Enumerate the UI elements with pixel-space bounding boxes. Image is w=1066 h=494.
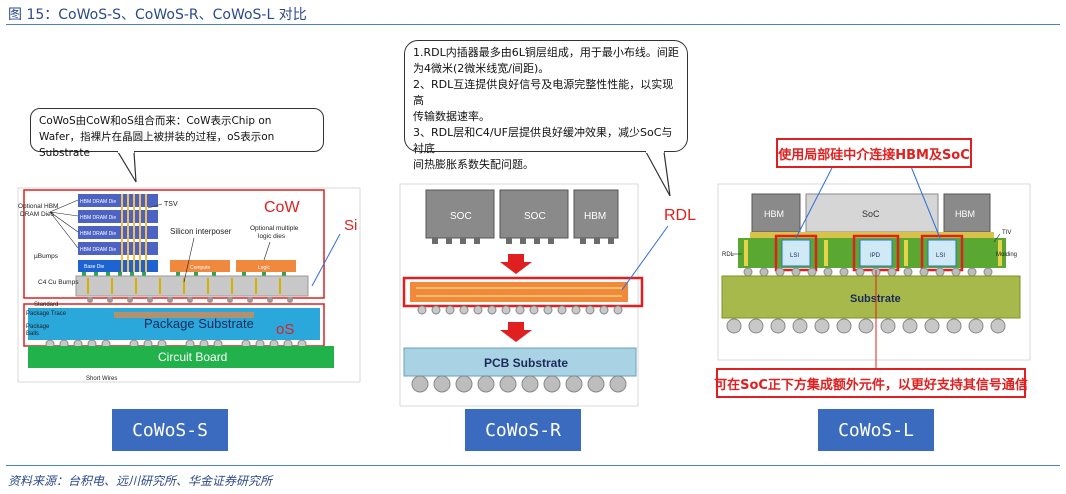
callout-line-1: 1.RDL内插器最多由6L铜层组成，用于最小布线。间距 (413, 46, 679, 59)
tsv-label: TSV (164, 201, 178, 208)
c4-cu-bumps-label: C4 Cu Bumps (38, 279, 79, 286)
circuit-board (28, 346, 334, 368)
balls-label: Balls (26, 331, 39, 337)
cow-frame (23, 189, 325, 299)
pcb-balls (411, 375, 627, 393)
callout-pointer (116, 151, 137, 183)
cowos-r-callout: 1.RDL内插器最多由6L铜层组成，用于最小布线。间距 为4微米(2微米线宽/间… (404, 40, 688, 171)
short-wires-label: Short Wires (86, 376, 117, 382)
hbm-die (573, 189, 619, 239)
lsi-left-label: LSI (790, 253, 799, 259)
rdl-arrow (621, 225, 669, 291)
tiv-label: TIV (1002, 230, 1011, 236)
rdl-traces (416, 287, 622, 297)
hbm-die-label-2: HBM DRAM Die (80, 215, 116, 221)
rdl-highlight (402, 276, 644, 308)
hbm-die-label-3: HBM DRAM Die (80, 231, 116, 237)
cowos-l-label: CoWoS-L (818, 409, 934, 451)
ipd-box (859, 239, 893, 267)
cowos-l-top-note: 使用局部硅中介连接HBM及SoC (776, 138, 972, 168)
molding-label: Molding (996, 252, 1017, 258)
package-substrate-label: Package Substrate (144, 316, 254, 331)
si-label: Si (344, 217, 357, 234)
silicon-interposer (75, 275, 309, 297)
lsi-left-box (781, 239, 811, 267)
hbm-right-label: HBM (955, 209, 975, 219)
l-balls (726, 318, 1006, 334)
cowos-s-label: CoWoS-S (112, 409, 228, 451)
logic-label: Logic (258, 265, 270, 271)
callout-line-3: 2、RDL互连提供良好信号及电源完整性性能，以实现高 (413, 78, 674, 107)
substrate-label: Substrate (850, 293, 901, 305)
bottom-rule (6, 465, 1060, 466)
cowos-r-diagram: SOC SOC HBM PCB Substrate RDL (399, 150, 696, 407)
hbm-label: HBM (584, 211, 606, 222)
soc-die-1 (425, 189, 495, 239)
top-rule (6, 24, 1060, 25)
cowos-r-label: CoWoS-R (465, 409, 581, 451)
hbm-stack (78, 194, 158, 272)
cowos-l-bottom-note: 可在SoC正下方集成额外元件，以更好支持其信号通信 (714, 368, 1028, 398)
pcb-substrate-label: PCB Substrate (484, 356, 568, 370)
callout-line-5: 3、RDL层和C4/UF层提供良好缓冲效果，减少SoC与衬底 (413, 126, 673, 155)
hbm-right-die (943, 193, 991, 233)
micro-bumps (82, 272, 286, 276)
dram-dies-label: DRAM Dies (20, 211, 55, 218)
cowos-s-callout: CoWoS由CoW和oS组合而来：CoW表示Chip on Wafer，指裸片在… (30, 108, 324, 159)
top-note-leaders (795, 163, 941, 239)
l-c4-bumps (743, 267, 993, 277)
cowos-s-diagram: HBM DRAM Die HBM DRAM Die HBM DRAM Die H… (17, 150, 361, 383)
soc-label-1: SOC (450, 211, 472, 222)
soc-label: SoC (862, 209, 880, 219)
figure-title: 图 15：CoWoS-S、CoWoS-R、CoWoS-L 对比 (8, 7, 307, 23)
cow-label: CoW (264, 199, 300, 216)
logic-dies-label: logic dies (258, 233, 286, 240)
rdl-layer (410, 282, 628, 302)
c4-bumps (87, 297, 293, 303)
down-arrow-2 (500, 322, 532, 342)
os-label: oS (276, 321, 294, 338)
hbm-die-label-1: HBM DRAM Die (80, 199, 116, 205)
logic-die (236, 260, 296, 272)
r-callout-pointer (644, 151, 671, 197)
hbm-die-label-4: HBM DRAM Die (80, 247, 116, 253)
lsi-right-box (927, 239, 957, 267)
callout-line-2: 为4微米(2微米线宽/间距)。 (413, 62, 550, 75)
ipd-label: IPD (870, 253, 881, 259)
down-arrow-1 (500, 254, 532, 274)
callout-line-4: 传输数据速率。 (413, 110, 490, 123)
hbm-left-die (751, 193, 801, 233)
l-substrate (721, 275, 1021, 319)
package-label: Package (26, 324, 50, 330)
soc-label-2: SOC (524, 211, 546, 222)
rdl-label: RDL (664, 207, 696, 224)
callout-line-6: 间热膨胀系数失配问题。 (413, 158, 534, 171)
dram-leader-lines (49, 199, 79, 249)
figure-source: 资料来源：台积电、远川研究所、华金证券研究所 (8, 474, 273, 488)
cowos-l-diagram: HBM SoC HBM LSI IPD LSI Substrate RDL TI… (717, 163, 1031, 368)
pcb-substrate (403, 347, 637, 377)
hbm-left-label: HBM (764, 209, 784, 219)
compute-label: Compute (190, 265, 211, 271)
lsi-right-label: LSI (936, 253, 945, 259)
soc-die (805, 193, 939, 233)
optional-hbm-label: Optional HBM (18, 203, 58, 210)
die-bumps (432, 238, 614, 244)
base-die-label: Base Die (84, 264, 105, 270)
si-arrow (311, 233, 341, 287)
circuit-board-label: Circuit Board (158, 350, 227, 364)
package-trace-label: Package Trace (26, 311, 67, 317)
rdl-side-label: RDL (722, 252, 735, 258)
silicon-interposer-label: Silicon interposer (170, 227, 232, 236)
interposer-tsvs (87, 278, 281, 294)
ubumps-label: µBumps (34, 253, 59, 260)
standard-label: Standard (34, 302, 58, 308)
rdl-bumps (417, 305, 623, 315)
compute-die (170, 260, 230, 272)
optional-multiple-label: Optional multiple (250, 225, 299, 232)
